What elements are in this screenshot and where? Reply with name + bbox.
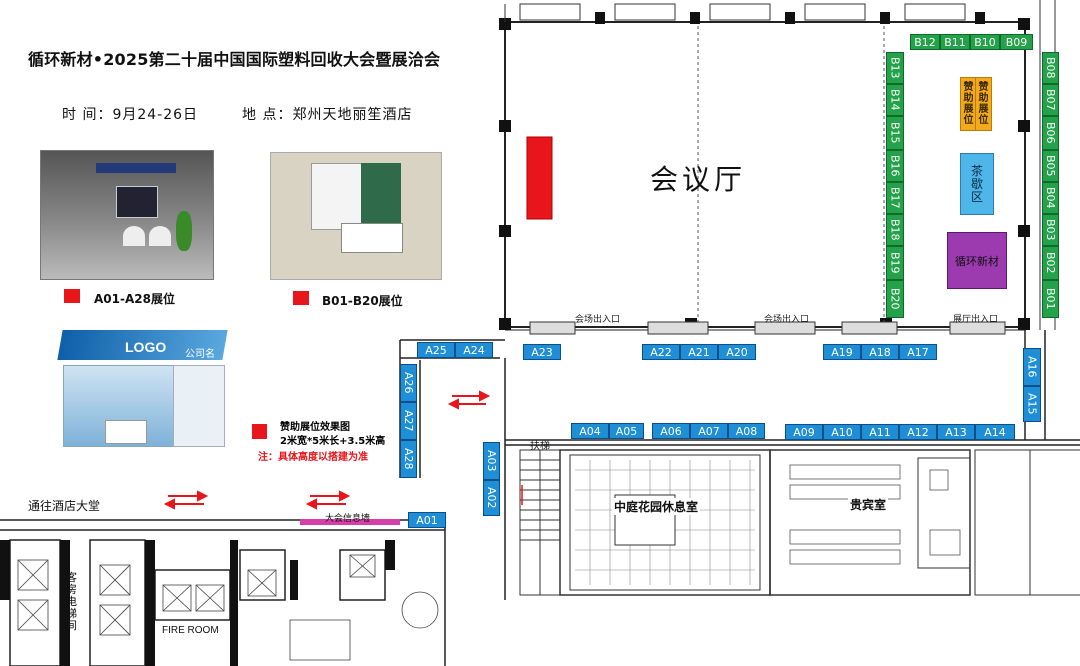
booth-b18[interactable]: B18 [886, 214, 904, 246]
booth-b08[interactable]: B08 [1042, 52, 1059, 84]
booth-b01[interactable]: B01 [1042, 280, 1059, 318]
booth-a13[interactable]: A13 [937, 424, 975, 440]
booth-a11[interactable]: A11 [861, 424, 899, 440]
entrance-label-3: 展厅出入口 [953, 315, 999, 325]
booth-a24[interactable]: A24 [455, 342, 493, 358]
booth-b02[interactable]: B02 [1042, 246, 1059, 280]
booth-a07[interactable]: A07 [690, 423, 728, 439]
booth-a21[interactable]: A21 [680, 344, 718, 360]
booth-b06[interactable]: B06 [1042, 116, 1059, 150]
guest-elevator-label: 客 房 电 梯 间 [66, 571, 77, 632]
fire-room-label: FIRE ROOM [162, 625, 219, 636]
entrance-label-2: 会场出入口 [764, 315, 810, 325]
vip-room-label: 贵宾室 [848, 496, 889, 513]
booth-b03[interactable]: B03 [1042, 214, 1059, 246]
entrance-label-1: 会场出入口 [575, 315, 621, 325]
booth-b11[interactable]: B11 [940, 34, 970, 50]
booth-b04[interactable]: B04 [1042, 182, 1059, 214]
sponsor-swatch [252, 424, 267, 439]
sponsor-booth-preview: LOGO 公司名 [55, 325, 230, 460]
booth-a26[interactable]: A26 [400, 364, 417, 402]
sponsor-booth-2-label: 赞 助 展 位 [978, 82, 989, 126]
stairs-label: 扶梯 [530, 441, 550, 452]
booth-a16[interactable]: A16 [1023, 348, 1041, 386]
conference-hall-label: 会议厅 [650, 163, 747, 196]
brand-booth: 循环新材 [947, 232, 1007, 289]
booth-b14[interactable]: B14 [886, 84, 904, 116]
booth-b15[interactable]: B15 [886, 116, 904, 150]
booth-a10[interactable]: A10 [823, 424, 861, 440]
company-text: 公司名 [185, 349, 215, 360]
b-booth-swatch [293, 291, 309, 305]
booth-a23[interactable]: A23 [523, 344, 561, 360]
to-lobby-label: 通往酒店大堂 [28, 499, 101, 513]
sponsor-booth-1-label: 赞 助 展 位 [963, 82, 974, 126]
booth-a20[interactable]: A20 [718, 344, 756, 360]
logo-text: LOGO [125, 339, 167, 355]
booth-a01[interactable]: A01 [408, 512, 446, 528]
sponsor-legend-size: 2米宽*5米长+3.5米高 [280, 436, 386, 447]
booth-b12[interactable]: B12 [910, 34, 940, 50]
booth-b05[interactable]: B05 [1042, 150, 1059, 182]
info-wall-label: 大会信息墙 [325, 514, 371, 524]
booth-b13[interactable]: B13 [886, 52, 904, 84]
event-venue: 地 点：郑州天地丽笙酒店 [242, 107, 413, 123]
booth-b09[interactable]: B09 [1000, 34, 1033, 50]
b-booth-preview [270, 152, 442, 280]
booth-a05[interactable]: A05 [609, 423, 644, 439]
booth-b17[interactable]: B17 [886, 182, 904, 214]
booth-a08[interactable]: A08 [728, 423, 765, 439]
booth-b07[interactable]: B07 [1042, 84, 1059, 116]
booth-a19[interactable]: A19 [823, 344, 861, 360]
sponsor-legend-title: 赞助展位效果图 [280, 422, 350, 433]
booth-b20[interactable]: B20 [886, 280, 904, 318]
booth-a25[interactable]: A25 [417, 342, 455, 358]
booth-a12[interactable]: A12 [899, 424, 937, 440]
booth-a18[interactable]: A18 [861, 344, 899, 360]
b-booth-legend: B01-B20展位 [322, 294, 403, 308]
booth-b10[interactable]: B10 [970, 34, 1000, 50]
event-time: 时 间：9月24-26日 [62, 107, 199, 123]
booth-a28[interactable]: A28 [400, 440, 417, 478]
booth-a14[interactable]: A14 [975, 424, 1015, 440]
booth-a02[interactable]: A02 [483, 480, 500, 516]
tea-area-label: 茶 歇 区 [970, 163, 983, 204]
brand-booth-label: 循环新材 [955, 254, 999, 268]
sponsor-booth-2: 赞 助 展 位 [975, 77, 992, 131]
tea-area: 茶 歇 区 [960, 153, 994, 215]
a-booth-swatch [64, 289, 80, 303]
booth-a09[interactable]: A09 [785, 424, 823, 440]
booth-a15[interactable]: A15 [1023, 386, 1041, 422]
booth-b16[interactable]: B16 [886, 150, 904, 182]
a-booth-preview [40, 150, 214, 280]
garden-lounge-label: 中庭花园休息室 [612, 498, 701, 515]
booth-a17[interactable]: A17 [899, 344, 937, 360]
event-title: 循环新材•2025第二十届中国国际塑料回收大会暨展洽会 [28, 50, 441, 69]
booth-a04[interactable]: A04 [571, 423, 609, 439]
booth-a27[interactable]: A27 [400, 402, 417, 440]
booth-a22[interactable]: A22 [642, 344, 680, 360]
sponsor-legend-note: 注：具体高度以搭建为准 [258, 452, 368, 463]
booth-a03[interactable]: A03 [483, 442, 500, 480]
booth-b19[interactable]: B19 [886, 246, 904, 280]
booth-a06[interactable]: A06 [652, 423, 690, 439]
a-booth-legend: A01-A28展位 [94, 292, 175, 306]
